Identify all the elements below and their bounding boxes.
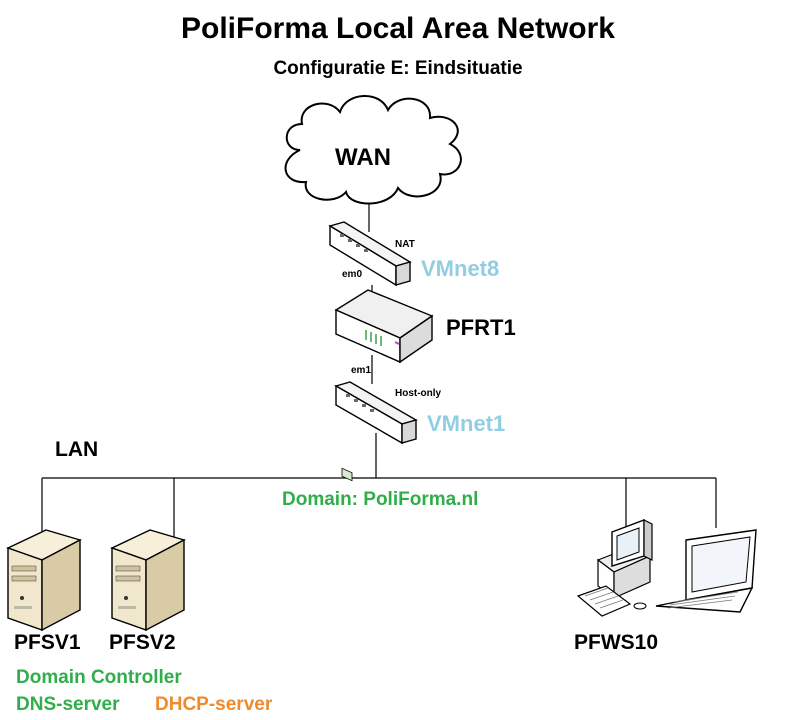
router-name-label: PFRT1 [446, 315, 516, 340]
hostonly-label: Host-only [395, 388, 442, 399]
desktop-pc-icon [576, 518, 653, 617]
wan-label: WAN [335, 144, 391, 171]
workstation-name: PFWS10 [574, 631, 659, 654]
hostonly-switch-icon [334, 381, 418, 445]
server-pfsv1-icon [6, 529, 82, 632]
role-dhcp-server: DHCP-server [155, 694, 273, 715]
server-pfsv2-icon [110, 529, 186, 632]
domain-label: Domain: PoliForma.nl [282, 489, 479, 510]
em0-label: em0 [342, 269, 363, 280]
nat-switch-icon [328, 221, 412, 287]
lan-label: LAN [55, 438, 99, 461]
connection-lines [41, 195, 717, 545]
router-icon [334, 289, 434, 482]
server-name-pfsv2: PFSV2 [109, 631, 176, 654]
role-dns-server: DNS-server [16, 694, 120, 715]
server-name-pfsv1: PFSV1 [14, 631, 81, 654]
role-domain-controller: Domain Controller [16, 667, 182, 688]
vmnet8-label: VMnet8 [421, 256, 500, 281]
diagram-title: PoliForma Local Area Network [180, 12, 615, 45]
laptop-icon [655, 529, 757, 613]
nat-label: NAT [395, 239, 415, 250]
diagram-subtitle: Configuratie E: Eindsituatie [273, 58, 523, 79]
em1-label: em1 [351, 365, 372, 376]
wan-cloud-icon [284, 95, 462, 205]
vmnet1-label: VMnet1 [427, 411, 506, 436]
